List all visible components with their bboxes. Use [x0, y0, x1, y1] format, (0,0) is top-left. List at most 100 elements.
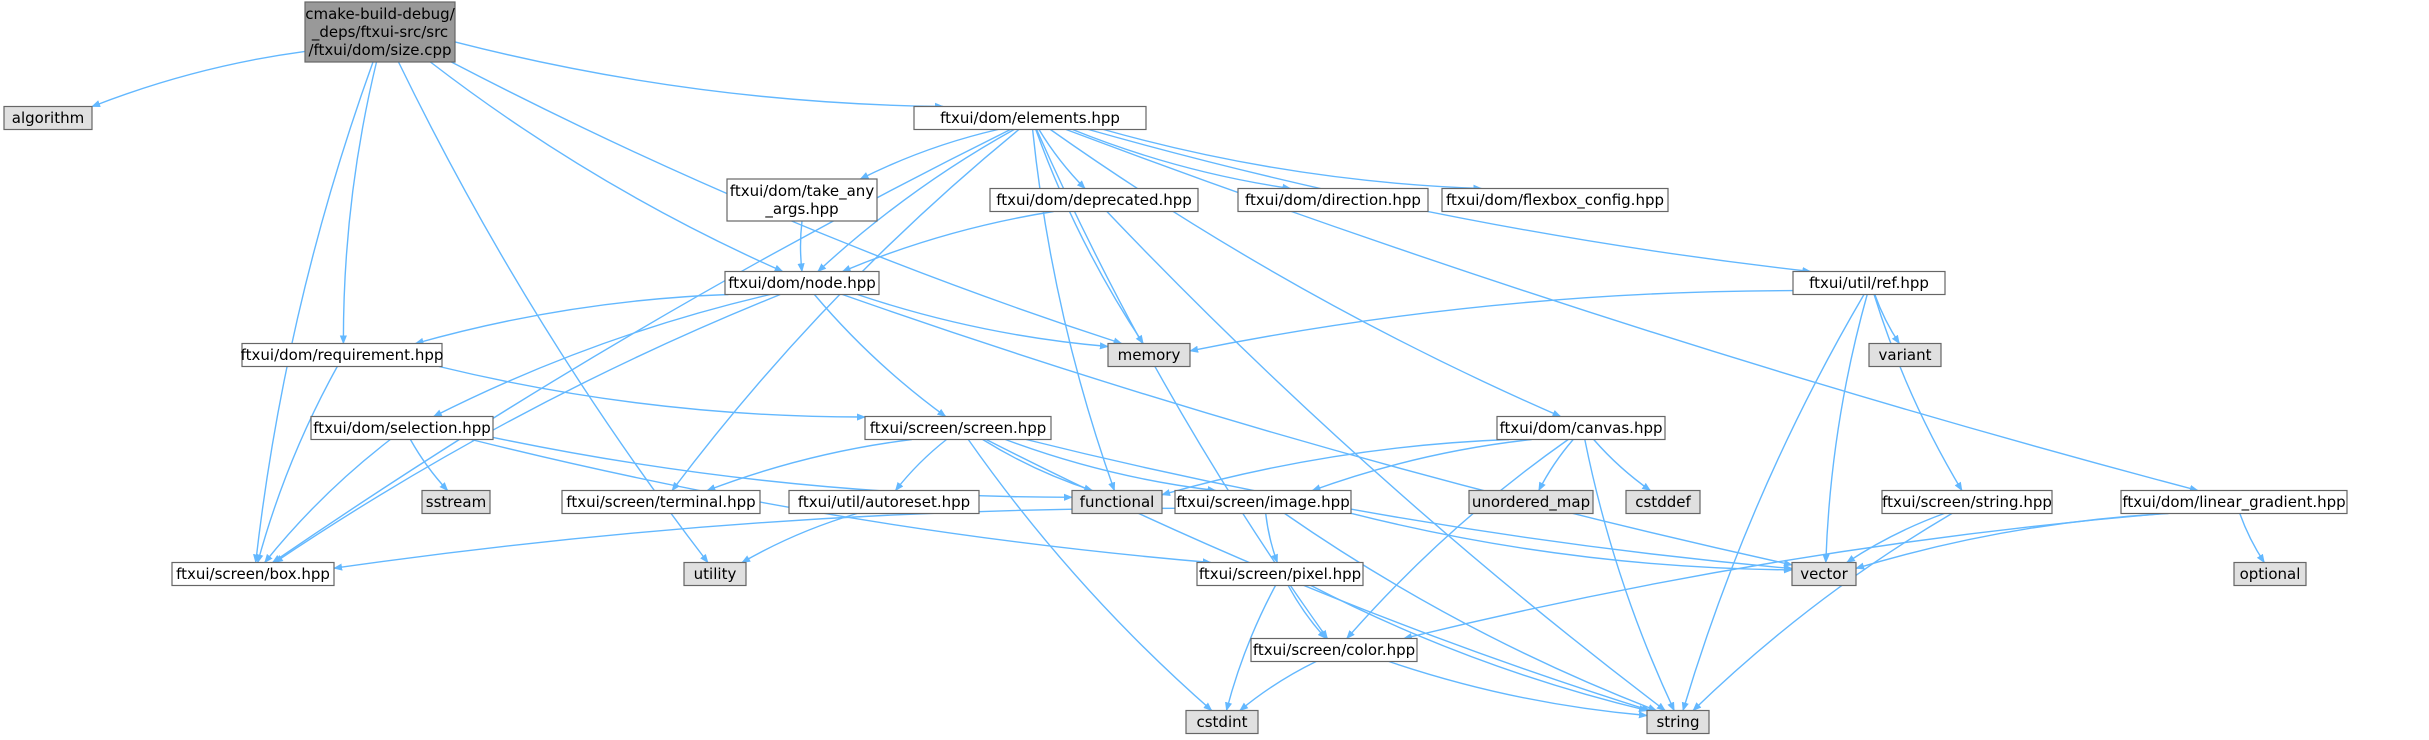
node-box-elements [913, 105, 1147, 131]
edge-screen-to-string [985, 438, 1651, 712]
edge-selection-to-sstream [409, 439, 449, 492]
node-box-algorithm [3, 105, 93, 131]
edge-size_cpp-to-algorithm [91, 50, 306, 108]
node-label-string: string [1656, 713, 1699, 731]
node-label-size_cpp: _deps/ftxui-src/src [311, 23, 448, 42]
edge-requirement-to-box [256, 366, 338, 564]
dependency-edges [91, 41, 2265, 719]
node-box-size_cpp [304, 1, 456, 63]
node-label-node: ftxui/dom/node.hpp [728, 274, 876, 292]
node-box-direction [1237, 187, 1429, 213]
edge-node-to-screen [813, 294, 947, 418]
node-box-unordered_map [1468, 489, 1594, 515]
node-requirement[interactable]: ftxui/dom/requirement.hpp [241, 342, 444, 368]
node-box-pixel [1196, 561, 1364, 587]
edge-image-to-pixel [1265, 513, 1278, 564]
node-box-color [1250, 637, 1418, 663]
node-sstream: sstream [421, 489, 491, 515]
edge-elements-to-functional [1031, 129, 1116, 492]
file-nodes: cmake-build-debug/_deps/ftxui-src/src/ft… [3, 1, 2348, 735]
node-label-optional: optional [2240, 565, 2301, 583]
node-memory: memory [1107, 342, 1191, 368]
edge-deprecated-to-string [1106, 211, 1666, 712]
edge-linear_gradient-to-vector [1855, 512, 2169, 570]
edge-selection-to-pixel [471, 438, 1212, 566]
node-label-box: ftxui/screen/box.hpp [176, 565, 330, 583]
edge-elements-to-flexbox_config [1103, 128, 1483, 192]
node-node[interactable]: ftxui/dom/node.hpp [724, 270, 880, 296]
node-color[interactable]: ftxui/screen/color.hpp [1250, 637, 1418, 663]
edge-elements-to-ref [1088, 128, 1812, 275]
edge-node-to-memory [857, 293, 1109, 350]
node-string_hpp[interactable]: ftxui/screen/string.hpp [1881, 489, 2053, 515]
node-label-vector: vector [1800, 565, 1848, 583]
node-linear_gradient[interactable]: ftxui/dom/linear_gradient.hpp [2120, 489, 2348, 515]
node-box-string [1646, 709, 1710, 735]
node-label-variant: variant [1879, 346, 1932, 364]
edge-color-to-cstdint [1239, 660, 1317, 712]
node-flexbox_config[interactable]: ftxui/dom/flexbox_config.hpp [1441, 187, 1669, 213]
node-label-direction: ftxui/dom/direction.hpp [1245, 191, 1421, 209]
node-algorithm: algorithm [3, 105, 93, 131]
edge-elements-to-take_any_args [859, 128, 999, 180]
node-deprecated[interactable]: ftxui/dom/deprecated.hpp [989, 187, 1199, 213]
edge-canvas-to-unordered_map [1538, 439, 1574, 492]
edge-node-to-requirement [414, 293, 729, 345]
node-screen[interactable]: ftxui/screen/screen.hpp [864, 415, 1052, 441]
edge-node-to-vector [842, 293, 1793, 567]
node-cstddef: cstddef [1625, 489, 1701, 515]
edge-image-to-string [1284, 512, 1658, 712]
node-take_any_args[interactable]: ftxui/dom/take_any_args.hpp [726, 178, 878, 222]
node-direction[interactable]: ftxui/dom/direction.hpp [1237, 187, 1429, 213]
edge-pixel-to-color [1287, 585, 1327, 640]
node-box-terminal [561, 489, 761, 515]
node-canvas[interactable]: ftxui/dom/canvas.hpp [1496, 415, 1666, 441]
node-elements[interactable]: ftxui/dom/elements.hpp [913, 105, 1147, 131]
node-functional: functional [1071, 489, 1163, 515]
edge-ref-to-variant [1874, 294, 1900, 345]
edge-node-to-selection [432, 293, 771, 418]
node-label-unordered_map: unordered_map [1472, 493, 1590, 512]
node-box-variant [1868, 342, 1942, 368]
edge-elements-to-canvas [1049, 128, 1562, 418]
node-box-functional [1071, 489, 1163, 515]
node-selection[interactable]: ftxui/dom/selection.hpp [310, 415, 494, 441]
edge-elements-to-linear_gradient [1065, 128, 2199, 492]
node-ref[interactable]: ftxui/util/ref.hpp [1792, 270, 1946, 296]
node-label-string_hpp: ftxui/screen/string.hpp [1882, 493, 2052, 511]
node-box-canvas [1496, 415, 1666, 441]
node-image[interactable]: ftxui/screen/image.hpp [1174, 489, 1352, 515]
node-terminal[interactable]: ftxui/screen/terminal.hpp [561, 489, 761, 515]
edge-size_cpp-to-elements [454, 41, 944, 111]
node-cstdint: cstdint [1185, 709, 1259, 735]
node-box-vector [1791, 561, 1857, 587]
node-box-box [171, 561, 335, 587]
node-variant: variant [1868, 342, 1942, 368]
node-label-size_cpp: cmake-build-debug/ [305, 5, 455, 23]
node-label-image: ftxui/screen/image.hpp [1176, 493, 1349, 511]
edge-canvas-to-string [1584, 439, 1675, 712]
node-box[interactable]: ftxui/screen/box.hpp [171, 561, 335, 587]
node-box-cstddef [1625, 489, 1701, 515]
node-pixel[interactable]: ftxui/screen/pixel.hpp [1196, 561, 1364, 587]
node-label-functional: functional [1080, 493, 1155, 511]
node-autoreset[interactable]: ftxui/util/autoreset.hpp [788, 489, 980, 515]
node-box-flexbox_config [1441, 187, 1669, 213]
node-label-linear_gradient: ftxui/dom/linear_gradient.hpp [2122, 493, 2345, 512]
edge-ref-to-string_hpp [1873, 294, 1963, 492]
node-label-cstddef: cstddef [1635, 493, 1691, 511]
edge-color-to-string [1388, 660, 1648, 719]
node-label-selection: ftxui/dom/selection.hpp [313, 419, 491, 437]
edge-size_cpp-to-requirement [339, 61, 378, 345]
node-utility: utility [683, 561, 747, 587]
node-box-utility [683, 561, 747, 587]
node-label-deprecated: ftxui/dom/deprecated.hpp [996, 191, 1192, 209]
edge-size_cpp-to-node [429, 61, 784, 273]
node-label-memory: memory [1118, 346, 1181, 364]
edge-elements-to-terminal [671, 128, 1020, 492]
node-label-take_any_args: _args.hpp [764, 200, 838, 219]
node-label-elements: ftxui/dom/elements.hpp [940, 109, 1120, 127]
edge-canvas-to-image [1311, 438, 1532, 492]
node-label-take_any_args: ftxui/dom/take_any [730, 182, 875, 201]
